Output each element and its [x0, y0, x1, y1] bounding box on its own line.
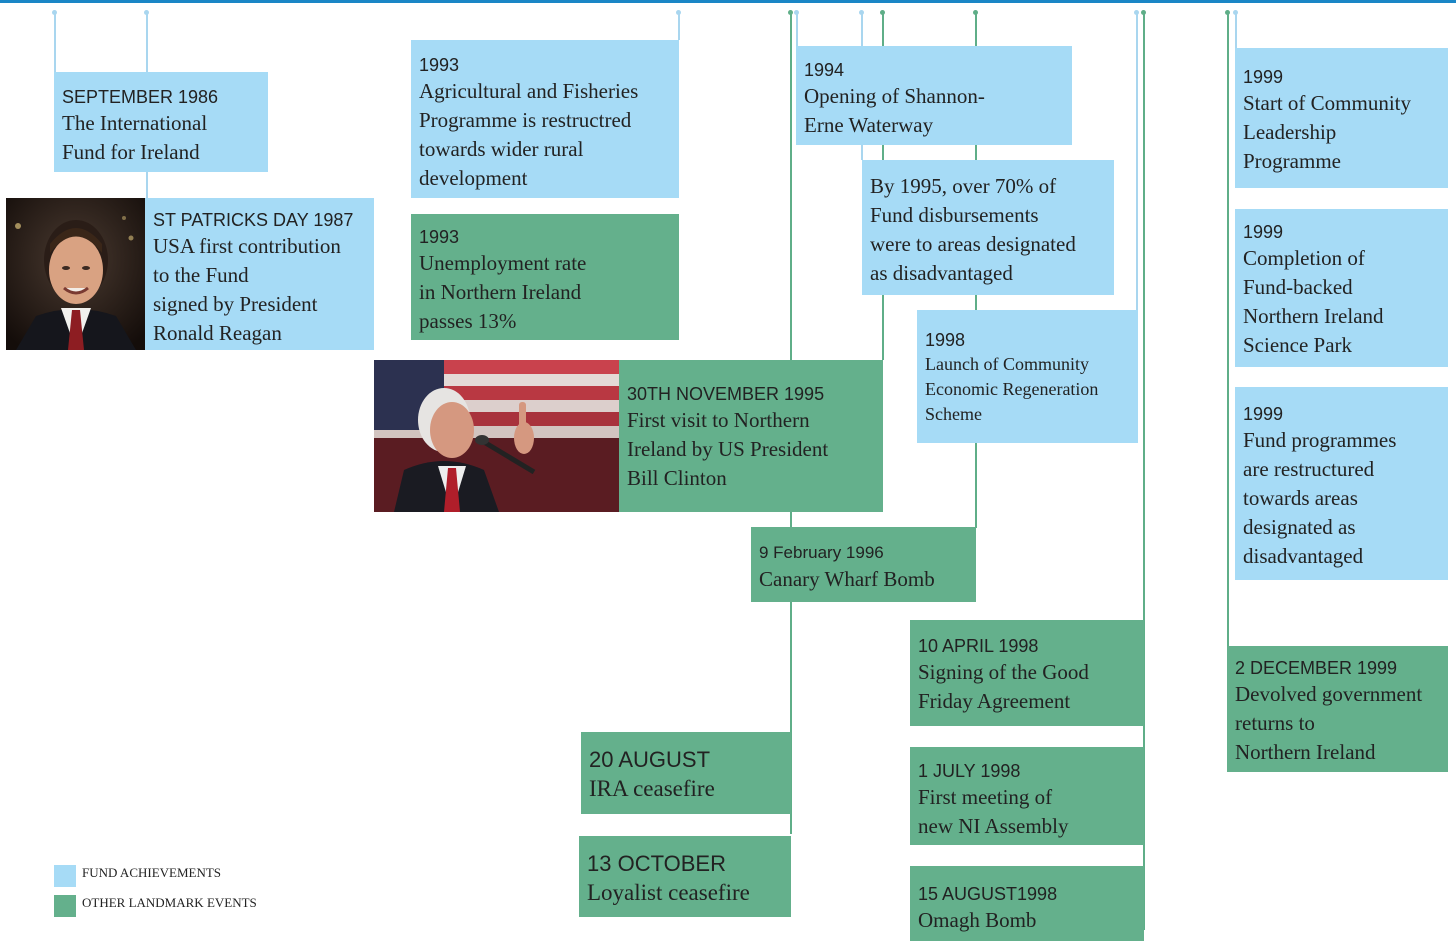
event-1999-community-leadership: 1999 Start of Community Leadership Progr…	[1235, 48, 1448, 188]
event-description: Signing of the Good Friday Agreement	[918, 660, 1089, 713]
event-date: 1998	[925, 330, 966, 350]
event-description: Canary Wharf Bomb	[759, 567, 935, 591]
event-description: Opening of Shannon- Erne Waterway	[804, 84, 985, 137]
event-date: 1 JULY 1998	[918, 761, 1021, 781]
timeline-marker	[859, 10, 864, 15]
legend-swatch-landmark	[54, 895, 76, 917]
connector-line	[1136, 12, 1138, 310]
timeline-marker	[788, 10, 793, 15]
timeline-marker	[1233, 10, 1238, 15]
event-date: 1999	[1243, 404, 1284, 424]
event-description: USA first contribution to the Fund signe…	[153, 234, 341, 345]
event-15-august-1998: 15 AUGUST1998 Omagh Bomb	[910, 866, 1144, 941]
event-description: IRA ceasefire	[589, 776, 715, 801]
event-9-february-1996: 9 February 1996 Canary Wharf Bomb	[751, 527, 976, 602]
connector-line	[1143, 12, 1145, 930]
event-description: First visit to Northern Ireland by US Pr…	[627, 408, 829, 490]
event-description: First meeting of new NI Assembly	[918, 785, 1069, 838]
event-description: Agricultural and Fisheries Programme is …	[419, 79, 639, 190]
connector-line	[796, 12, 798, 46]
event-date: 1999	[1243, 67, 1284, 87]
connector-line	[54, 12, 56, 72]
event-30th-november-1995: 30TH NOVEMBER 1995 First visit to Northe…	[619, 360, 883, 512]
event-1998-community-regeneration: 1998 Launch of Community Economic Regene…	[917, 310, 1138, 443]
event-date: 1994	[804, 60, 845, 80]
legend-label-landmark: OTHER LANDMARK EVENTS	[82, 895, 257, 910]
event-date: 1999	[1243, 222, 1284, 242]
event-date: 15 AUGUST1998	[918, 884, 1058, 904]
event-1994-shannon-erne: 1994 Opening of Shannon- Erne Waterway	[796, 46, 1072, 145]
event-date: 20 AUGUST	[589, 747, 711, 772]
connector-line	[678, 12, 680, 40]
event-date: 2 DECEMBER 1999	[1235, 658, 1398, 678]
timeline-marker	[973, 10, 978, 15]
legend-label-fund: FUND ACHIEVEMENTS	[82, 865, 222, 880]
timeline-marker	[880, 10, 885, 15]
event-1993-unemployment: 1993 Unemployment rate in Northern Irela…	[411, 214, 679, 340]
event-date: 13 OCTOBER	[587, 851, 726, 876]
timeline-marker	[1134, 10, 1139, 15]
timeline-marker	[52, 10, 57, 15]
event-description: Loyalist ceasefire	[587, 880, 750, 905]
event-description: By 1995, over 70% of Fund disbursements …	[870, 174, 1076, 285]
event-date: ST PATRICKS DAY 1987	[153, 210, 354, 230]
event-description: Start of Community Leadership Programme	[1243, 91, 1411, 173]
event-1999-science-park: 1999 Completion of Fund-backed Northern …	[1235, 209, 1448, 367]
event-20-august: 20 AUGUST IRA ceasefire	[581, 732, 791, 814]
connector-line	[1227, 12, 1229, 646]
legend-swatch-fund	[54, 865, 76, 887]
event-st-patricks-day-1987: ST PATRICKS DAY 1987 USA first contribut…	[145, 198, 374, 350]
timeline-marker	[1141, 10, 1146, 15]
event-description: Omagh Bomb	[918, 908, 1037, 932]
timeline-marker	[144, 10, 149, 15]
event-date: 10 APRIL 1998	[918, 636, 1039, 656]
event-1995-disbursements: By 1995, over 70% of Fund disbursements …	[862, 160, 1114, 295]
event-description: Launch of Community Economic Regeneratio…	[925, 354, 1099, 424]
event-1999-programmes-restructured: 1999 Fund programmes are restructured to…	[1235, 387, 1448, 580]
event-description: Fund programmes are restructured towards…	[1243, 428, 1397, 568]
event-date: SEPTEMBER 1986	[62, 87, 219, 107]
event-1993-agricultural: 1993 Agricultural and Fisheries Programm…	[411, 40, 679, 198]
event-description: Devolved government returns to Northern …	[1235, 682, 1423, 764]
event-description: The International Fund for Ireland	[62, 111, 208, 164]
event-description: Unemployment rate in Northern Ireland pa…	[419, 251, 587, 333]
event-date: 30TH NOVEMBER 1995	[627, 384, 825, 404]
reagan-photo	[6, 198, 145, 350]
event-september-1986: SEPTEMBER 1986 The International Fund fo…	[54, 72, 268, 172]
timeline-top-rule	[0, 0, 1456, 3]
event-date: 1993	[419, 55, 460, 75]
connector-line	[1235, 12, 1237, 48]
event-13-october: 13 OCTOBER Loyalist ceasefire	[579, 836, 791, 917]
timeline-marker	[676, 10, 681, 15]
event-date: 9 February 1996	[759, 543, 884, 562]
timeline-marker	[794, 10, 799, 15]
event-1-july-1998: 1 JULY 1998 First meeting of new NI Asse…	[910, 747, 1144, 845]
event-date: 1993	[419, 227, 460, 247]
clinton-photo	[374, 360, 619, 512]
timeline-marker	[1225, 10, 1230, 15]
event-10-april-1998: 10 APRIL 1998 Signing of the Good Friday…	[910, 620, 1144, 726]
event-2-december-1999: 2 DECEMBER 1999 Devolved government retu…	[1227, 646, 1448, 772]
event-description: Completion of Fund-backed Northern Irela…	[1243, 246, 1384, 357]
